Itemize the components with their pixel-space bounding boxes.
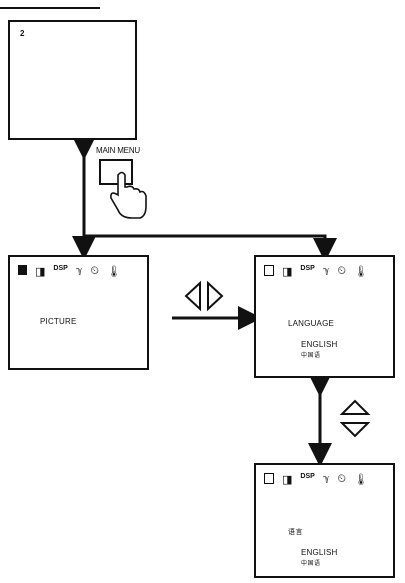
timer-icon: ⏲ — [337, 473, 346, 486]
tuner-icon: ℽ — [323, 265, 330, 278]
down-triangle-icon — [342, 423, 368, 436]
language-cn-title: 语言 — [288, 527, 303, 537]
right-triangle-icon — [208, 283, 222, 309]
language-cn-value: ENGLISH — [301, 548, 338, 557]
language-value: ENGLISH — [301, 340, 338, 349]
menu-icon-bar: ◨ DSP ℽ ⏲ 🌡 — [264, 473, 368, 486]
setup-icon: 🌡 — [107, 265, 121, 278]
picture-icon — [264, 473, 274, 484]
setup-icon: 🌡 — [354, 473, 368, 486]
display-icon: DSP — [300, 265, 314, 278]
menu-icon-bar: ◨ DSP ℽ ⏲ 🌡 — [264, 265, 368, 278]
menu-icon-bar: ◨ DSP ℽ ⏲ 🌡 — [18, 265, 121, 278]
picture-icon — [18, 265, 27, 275]
tv-screen-top: 2 — [8, 20, 137, 140]
language-title: LANGUAGE — [288, 319, 334, 328]
main-menu-button-label[interactable]: MAIN MENU — [96, 146, 140, 155]
language-sub: 中国语 — [301, 350, 321, 359]
setup-icon: 🌡 — [354, 265, 368, 278]
main-menu-button-shape — [100, 160, 132, 184]
timer-icon: ⏲ — [337, 265, 346, 278]
sound-icon: ◨ — [282, 473, 292, 486]
left-triangle-icon — [186, 283, 200, 309]
up-triangle-icon — [342, 401, 368, 414]
tuner-icon: ℽ — [323, 473, 330, 486]
timer-icon: ⏲ — [90, 265, 99, 278]
channel-number: 2 — [20, 29, 25, 38]
tv-screen-language: ◨ DSP ℽ ⏲ 🌡 LANGUAGE ENGLISH 中国语 — [254, 255, 395, 378]
display-icon: DSP — [53, 265, 67, 278]
tv-screen-language-cn: ◨ DSP ℽ ⏲ 🌡 语言 ENGLISH 中国语 — [254, 463, 395, 578]
sound-icon: ◨ — [282, 265, 292, 278]
branch-to-language-arrow — [84, 236, 325, 250]
picture-icon — [264, 265, 274, 276]
sound-icon: ◨ — [35, 265, 45, 278]
tv-screen-picture: ◨ DSP ℽ ⏲ 🌡 PICTURE — [8, 255, 149, 370]
display-icon: DSP — [300, 473, 314, 486]
language-cn-sub: 中国语 — [301, 558, 321, 567]
tuner-icon: ℽ — [76, 265, 83, 278]
picture-label: PICTURE — [40, 317, 77, 326]
